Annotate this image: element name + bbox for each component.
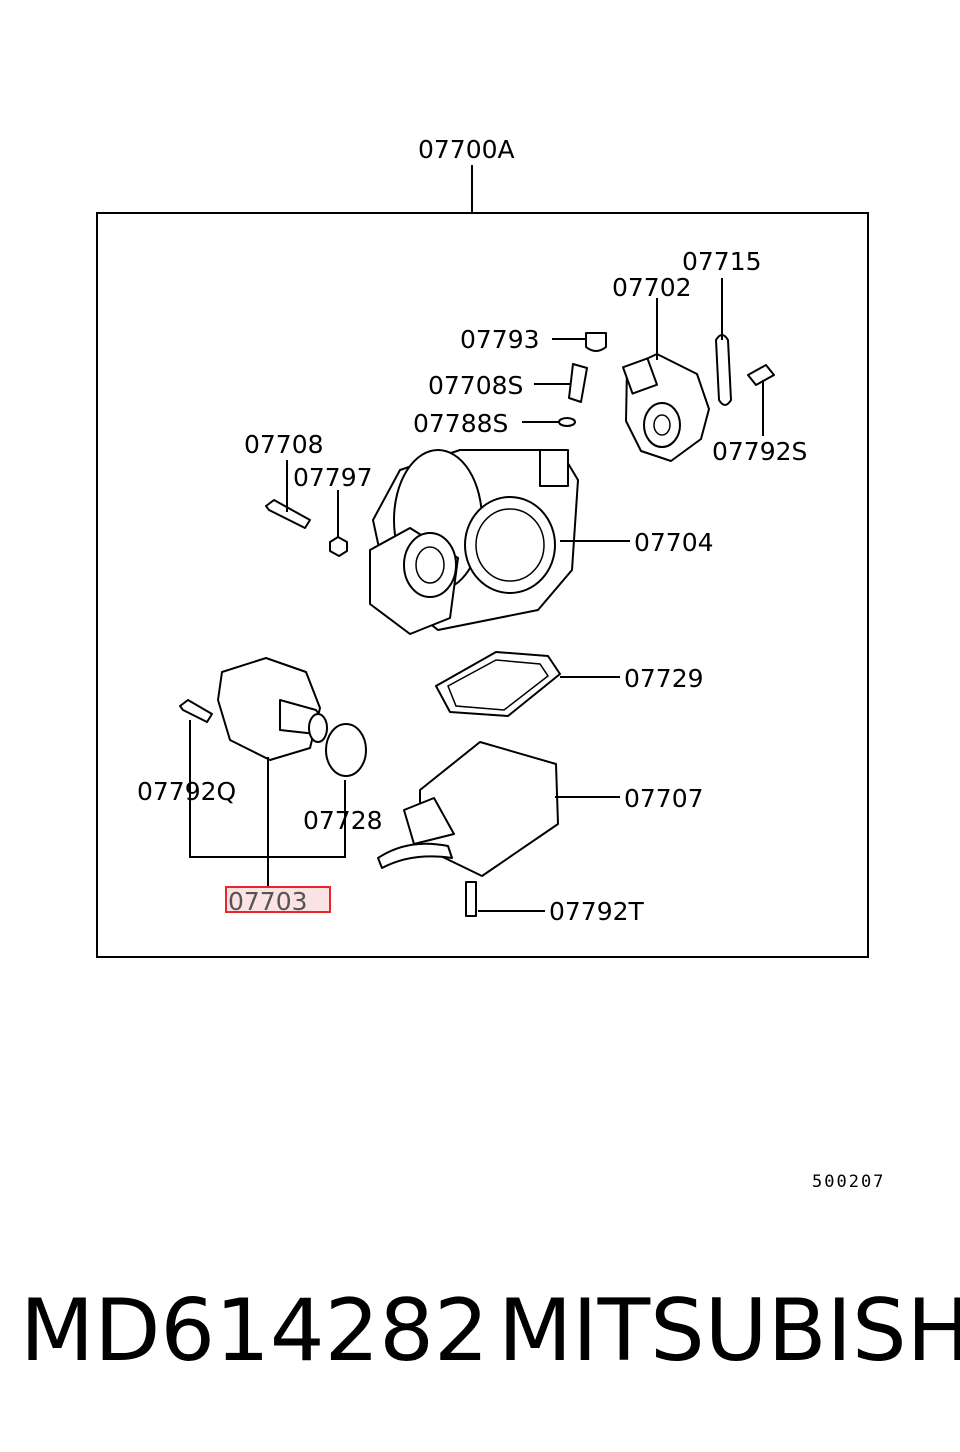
nut-07797 (329, 536, 348, 557)
brand-name: MITSUBISHI (498, 1281, 960, 1381)
label-07704[interactable]: 07704 (634, 528, 714, 557)
screw-07792T (465, 881, 477, 917)
label-07708S[interactable]: 07708S (428, 371, 523, 400)
label-07715[interactable]: 07715 (682, 247, 762, 276)
diagram-code: 500207 (812, 1172, 886, 1192)
oring-07788S (558, 417, 576, 427)
assembly-frame (96, 212, 869, 958)
label-07728[interactable]: 07728 (303, 806, 383, 835)
cap-07793 (585, 332, 607, 352)
highlight-box-07703 (225, 886, 331, 913)
isc-motor-07703 (217, 657, 328, 761)
label-07793[interactable]: 07793 (460, 325, 540, 354)
label-07708[interactable]: 07708 (244, 430, 324, 459)
screw-07792S (747, 364, 775, 386)
oring-07728 (325, 723, 367, 777)
screw-07792Q (179, 699, 213, 723)
bolt-07708 (265, 499, 311, 529)
label-07797[interactable]: 07797 (293, 463, 373, 492)
label-07702[interactable]: 07702 (612, 273, 692, 302)
part-number: MD614282 (20, 1281, 489, 1381)
label-07792Q[interactable]: 07792Q (137, 777, 236, 806)
throttle-body-07704 (369, 449, 579, 635)
label-07792T[interactable]: 07792T (549, 897, 645, 926)
label-07788S[interactable]: 07788S (413, 409, 508, 438)
gasket-07729 (435, 651, 561, 717)
label-07792S[interactable]: 07792S (712, 437, 807, 466)
label-07703[interactable]: 07703 (228, 887, 308, 916)
screw-07708S (568, 363, 588, 403)
label-07700A[interactable]: 07700A (418, 135, 515, 164)
label-07729[interactable]: 07729 (624, 664, 704, 693)
air-chamber-07707 (377, 741, 559, 877)
label-07707[interactable]: 07707 (624, 784, 704, 813)
bracket-07715 (715, 334, 732, 406)
sensor-07702 (621, 353, 710, 462)
